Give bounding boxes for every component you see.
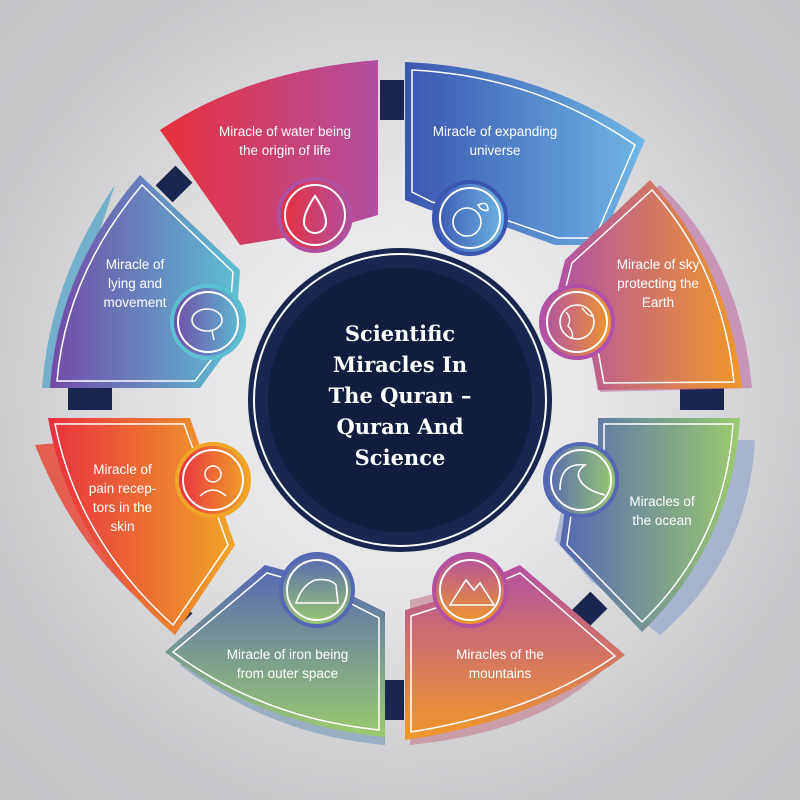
- label-universe: Miracle of expanding universe: [410, 122, 580, 160]
- label-sky: Miracle of sky protecting the Earth: [598, 255, 718, 312]
- label-line: tors in the: [92, 500, 153, 515]
- mountain-icon: [432, 552, 508, 628]
- label-line: the origin of life: [239, 143, 331, 158]
- iron-icon: [279, 552, 355, 628]
- ocean-wave-icon: [543, 442, 619, 518]
- label-line: Earth: [641, 295, 675, 310]
- label-lying: Miracle of lying and movement: [80, 255, 190, 312]
- label-line: Miracle of: [105, 257, 165, 272]
- label-line: universe: [469, 143, 521, 158]
- label-mountains: Miracles of the mountains: [430, 645, 570, 683]
- label-line: Miracle of iron being: [226, 647, 349, 662]
- label-line: protecting the: [617, 276, 699, 291]
- label-line: skin: [110, 519, 135, 534]
- person-pain-icon: [175, 442, 251, 518]
- label-iron: Miracle of iron being from outer space: [200, 645, 375, 683]
- label-line: Miracles of the: [456, 647, 544, 662]
- label-line: Miracle of expanding: [432, 124, 558, 139]
- label-line: pain recep-: [88, 481, 157, 496]
- water-drop-icon: [277, 177, 353, 253]
- label-line: lying and: [107, 276, 163, 291]
- label-line: Miracle of sky: [616, 257, 700, 272]
- label-line: Miracles of: [629, 494, 695, 509]
- title-line: Science: [354, 445, 446, 470]
- title-line: Quran And: [336, 414, 464, 439]
- diagram-title: Scientific Miracles In The Quran – Quran…: [300, 318, 500, 473]
- label-line: mountains: [468, 666, 532, 681]
- eco-globe-icon: [432, 180, 508, 256]
- label-line: Miracle of water being: [218, 124, 352, 139]
- label-line: Miracle of: [93, 462, 152, 477]
- label-line: from outer space: [236, 666, 339, 681]
- label-line: movement: [103, 295, 167, 310]
- center-title-circle: [248, 248, 552, 552]
- label-ocean: Miracles of the ocean: [612, 492, 712, 530]
- title-line: The Quran –: [328, 383, 472, 408]
- title-line: Scientific: [344, 321, 456, 346]
- label-pain: Miracle of pain recep- tors in the skin: [70, 460, 175, 536]
- earth-globe-icon: [539, 284, 615, 360]
- title-line: Miracles In: [332, 352, 468, 377]
- label-line: the ocean: [632, 513, 692, 528]
- label-water: Miracle of water being the origin of lif…: [195, 122, 375, 160]
- brain-icon: [170, 284, 246, 360]
